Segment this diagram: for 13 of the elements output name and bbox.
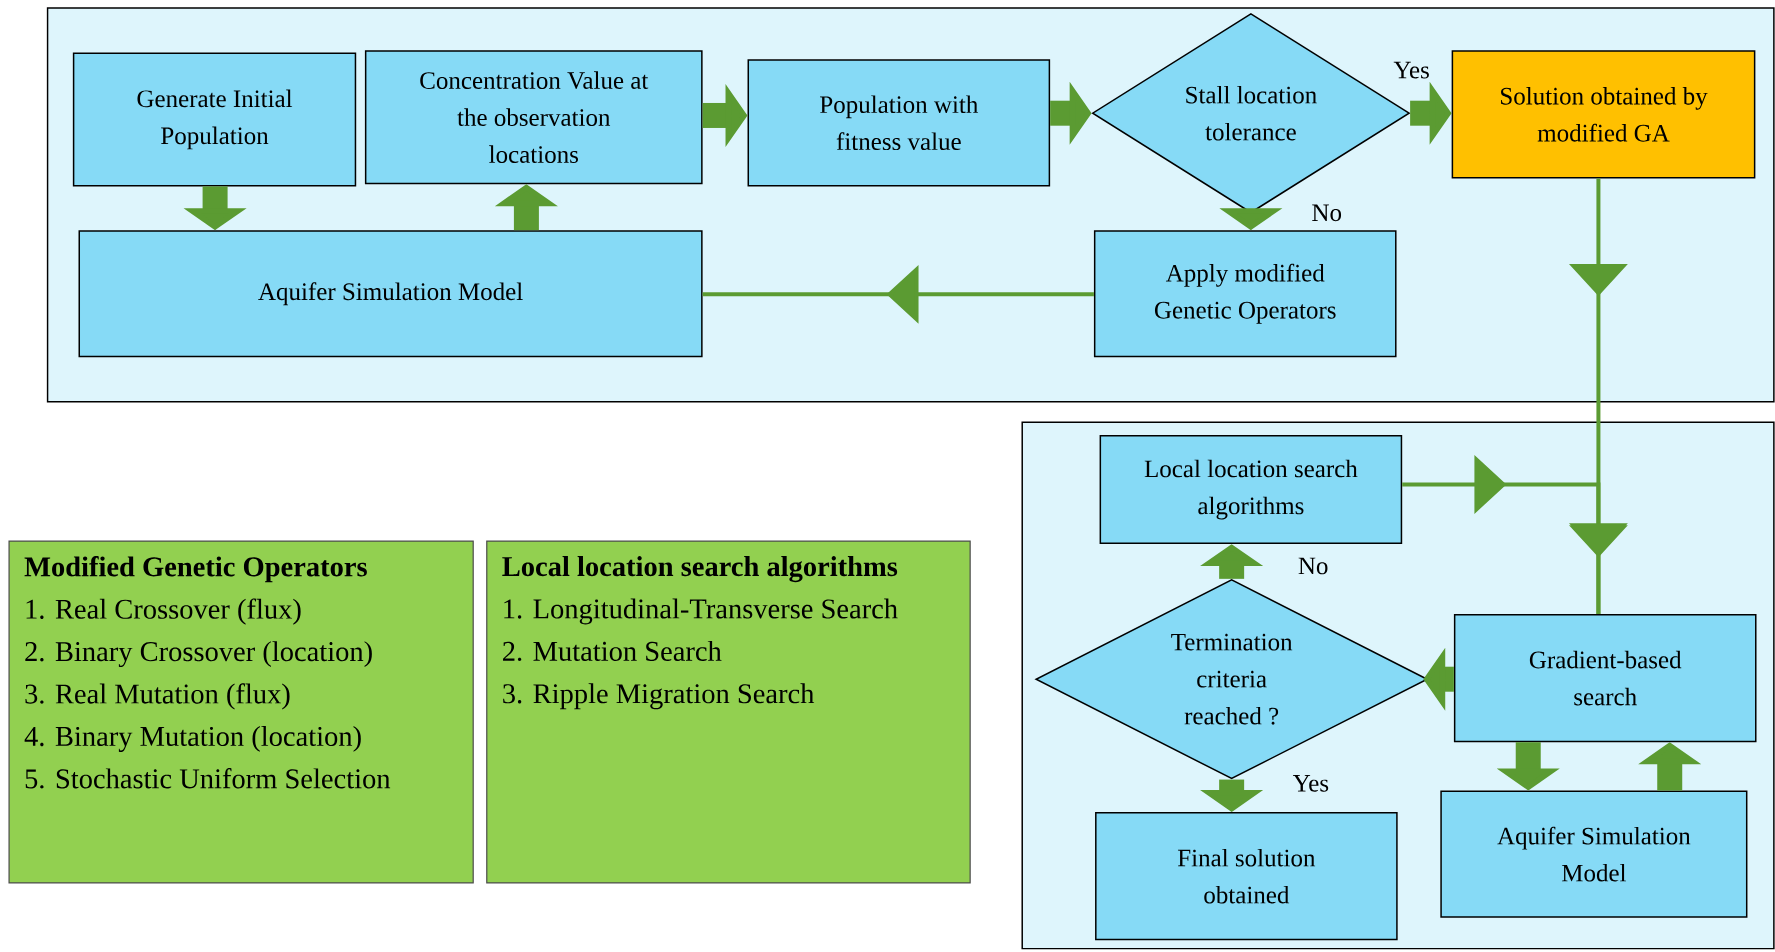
process-box: Aquifer Simulation Model bbox=[1440, 790, 1748, 918]
process-box: Gradient-based search bbox=[1453, 613, 1757, 743]
process-box: Aquifer Simulation Model bbox=[78, 230, 703, 358]
process-box: Apply modified Genetic Operators bbox=[1093, 230, 1397, 358]
process-box: Local location search algorithms bbox=[1099, 435, 1403, 545]
process-box: Generate Initial Population bbox=[72, 52, 357, 187]
note-box: Modified Genetic Operators 1. Real Crossover (flux) 2. Binary Crossover (location) 3. Real Mutation (flux) 4. Binary Mutation (location) 5. Stochastic Uniform Selection bbox=[8, 540, 474, 884]
note-box: Local location search algorithms 1. Longitudinal-Transverse Search 2. Mutation Search 3. Ripple Migration Search bbox=[486, 540, 971, 884]
result-box: Solution obtained by modified GA bbox=[1451, 50, 1756, 179]
process-box: Concentration Value at the observation locations bbox=[364, 50, 703, 185]
process-box: Population with fitness value bbox=[747, 59, 1051, 187]
process-box: Final solution obtained bbox=[1095, 812, 1398, 941]
arrow bbox=[1402, 455, 1628, 614]
